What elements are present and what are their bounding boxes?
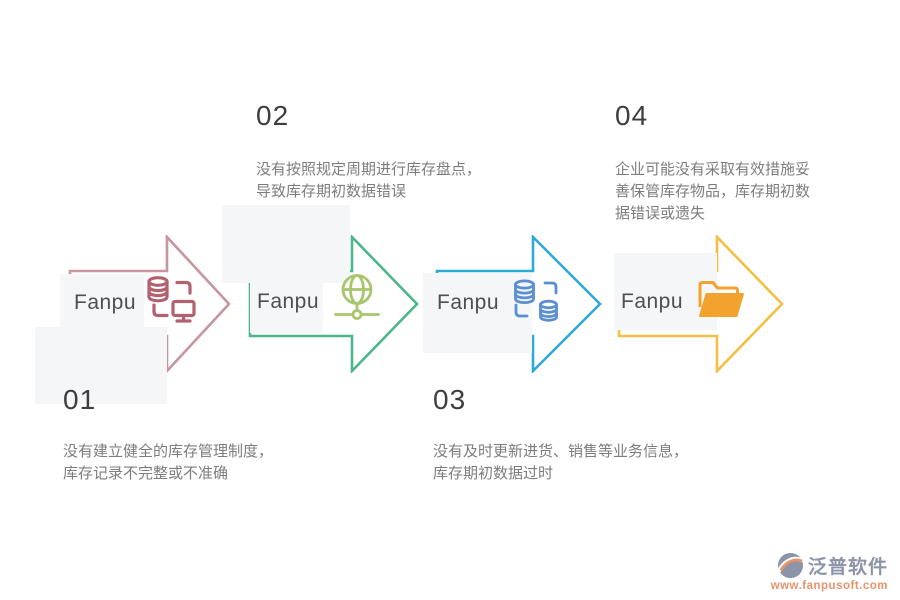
fanpu-logo-icon [777, 552, 804, 579]
step1-card [60, 274, 144, 328]
step1-desc-line1: 没有建立健全的库存管理制度， [63, 443, 274, 460]
step1-number: 01 [63, 384, 97, 415]
step4-description: 企业可能没有采取有效措施妥 善保管库存物品，库存期初数 据错误或遗失 [615, 159, 810, 225]
step3-description: 没有及时更新进货、销售等业务信息， 库存期初数据过时 [433, 441, 688, 485]
step2-description: 没有按照规定周期进行库存盘点， 导致库存期初数据错误 [256, 159, 481, 203]
database-sync-icon [514, 279, 558, 322]
step3-card [423, 273, 532, 353]
open-folder-icon [698, 281, 744, 317]
database-monitor-icon [147, 276, 196, 323]
step1-decor-box [35, 327, 167, 404]
step2-desc-line1: 没有按照规定周期进行库存盘点， [256, 161, 482, 178]
step2-desc-line2: 导致库存期初数据错误 [256, 183, 407, 200]
step2-arrow [248, 235, 419, 373]
step3-desc-line2: 库存期初数据过时 [433, 465, 554, 482]
step3-desc-line1: 没有及时更新进货、销售等业务信息， [433, 443, 689, 460]
step4-desc-line3: 据错误或遗失 [615, 205, 706, 222]
step2-number: 02 [256, 100, 290, 131]
step3-number: 03 [433, 384, 467, 415]
step2-card [250, 262, 323, 333]
brand-name: 泛普软件 [807, 557, 888, 578]
step4-desc-line1: 企业可能没有采取有效措施妥 [615, 161, 811, 178]
step1-description: 没有建立健全的库存管理制度， 库存记录不完整或不准确 [63, 441, 273, 485]
step3-brand-label: Fanpu [437, 291, 500, 314]
step2-brand-label: Fanpu [257, 290, 320, 313]
step4-desc-line2: 善保管库存物品，库存期初数 [615, 183, 811, 200]
footer-logo: 泛普软件 www.fanpusoft.com [771, 552, 888, 592]
step1-brand-label: Fanpu [74, 291, 137, 314]
brand-url: www.fanpusoft.com [770, 580, 888, 592]
step1-desc-line2: 库存记录不完整或不准确 [63, 465, 229, 482]
step4-number: 04 [615, 100, 649, 131]
globe-network-icon [334, 274, 380, 320]
step4-brand-label: Fanpu [621, 290, 684, 313]
